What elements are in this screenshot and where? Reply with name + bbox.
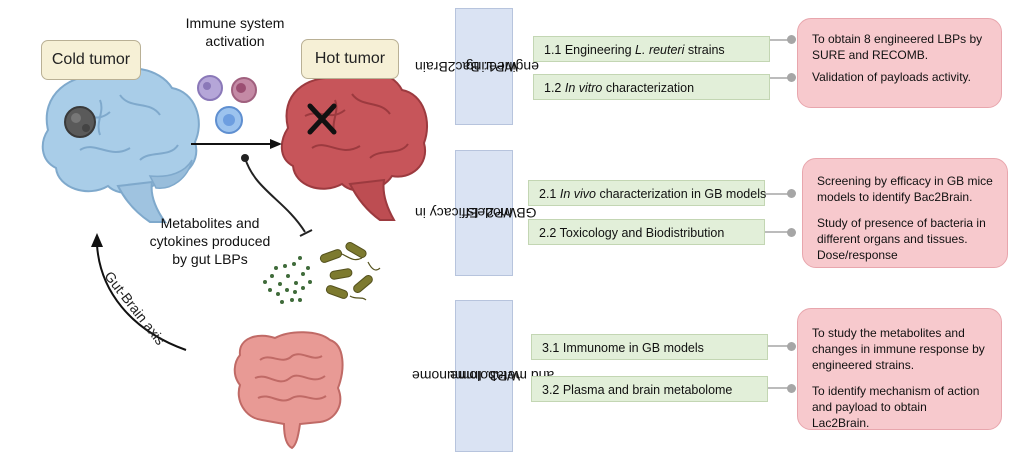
- metabolite-dots-icon: [263, 256, 312, 304]
- metabolite-link: [241, 154, 313, 237]
- immune-cell-icon: [197, 75, 257, 134]
- task-2-1-italic: In vivo: [559, 187, 596, 201]
- wp3-outcome-box: To study the metabolites and changes in …: [797, 308, 1002, 430]
- connector-dot: [787, 384, 796, 393]
- cold-tumor-label: Cold tumor: [41, 40, 141, 80]
- connector-dot: [787, 73, 796, 82]
- task-1-1-prefix: 1.1 Engineering: [544, 43, 636, 57]
- hot-tumor-label: Hot tumor: [301, 39, 399, 79]
- task-1-1-italic: L. reuteri: [635, 43, 685, 57]
- tumor-icon: [64, 106, 96, 138]
- wp1-outcome-box: To obtain 8 engineered LBPs by SURE and …: [797, 18, 1002, 108]
- left-illustration: [41, 67, 428, 450]
- hot-brain-icon: [280, 69, 428, 221]
- task-2-1: 2.1 In vivo characterization in GB model…: [528, 180, 767, 206]
- task-1-2-prefix: 1.2: [544, 81, 565, 95]
- task-3-2: 3.2 Plasma and brain metabolome: [531, 376, 768, 402]
- wp3-outcome-1: To study the metabolites and changes in …: [812, 326, 985, 372]
- task-3-1-prefix: 3.1 Immunome in GB models: [542, 341, 704, 355]
- metabolites-label-line-2: cytokines produced: [149, 233, 271, 249]
- connector-dot: [787, 189, 796, 198]
- connector-dot: [787, 342, 796, 351]
- task-3-2-prefix: 3.2 Plasma and brain metabolome: [542, 383, 733, 397]
- cross-mark-icon: [307, 103, 337, 135]
- task-2-1-prefix: 2.1: [539, 187, 560, 201]
- task-2-2-prefix: 2.2 Toxicology and Biodistribution: [539, 226, 725, 240]
- task-1-1-suffix: strains: [684, 43, 725, 57]
- immune-activation-label: Immune system activation: [150, 14, 320, 50]
- activation-arrow: [191, 139, 282, 149]
- intestine-icon: [233, 331, 344, 450]
- immune-label-line-1: Immune system: [185, 15, 285, 31]
- wp2-outcome-box: Screening by efficacy in GB mice models …: [802, 158, 1008, 268]
- immune-label-line-2: activation: [205, 33, 265, 49]
- task-2-2: 2.2 Toxicology and Biodistribution: [528, 219, 765, 245]
- task-2-1-suffix: characterization in GB models: [596, 187, 767, 201]
- wp1-outcome-1: To obtain 8 engineered LBPs by SURE and …: [812, 32, 983, 62]
- task-1-2: 1.2 In vitro characterization: [533, 74, 770, 100]
- wp1-outcome-2: Validation of payloads activity.: [812, 70, 971, 84]
- connector-dot: [787, 35, 796, 44]
- bacteria-icon: [319, 242, 381, 301]
- gut-brain-axis-arrow: [91, 233, 187, 351]
- wp2-outcome-2: Study of presence of bacteria in differe…: [817, 216, 986, 262]
- connector-dot: [787, 228, 796, 237]
- wp3-outcome-2: To identify mechanism of action and payl…: [812, 384, 980, 430]
- task-1-2-italic: In vitro: [564, 81, 603, 95]
- metabolites-label: Metabolites and cytokines produced by gu…: [135, 214, 285, 268]
- wp2-outcome-1: Screening by efficacy in GB mice models …: [817, 174, 993, 204]
- metabolites-label-line-1: Metabolites and: [160, 215, 260, 231]
- metabolites-label-line-3: by gut LBPs: [172, 251, 248, 267]
- task-3-1: 3.1 Immunome in GB models: [531, 334, 768, 360]
- cold-brain-icon: [41, 67, 200, 223]
- task-1-1: 1.1 Engineering L. reuteri strains: [533, 36, 770, 62]
- task-1-2-suffix: characterization: [602, 81, 695, 95]
